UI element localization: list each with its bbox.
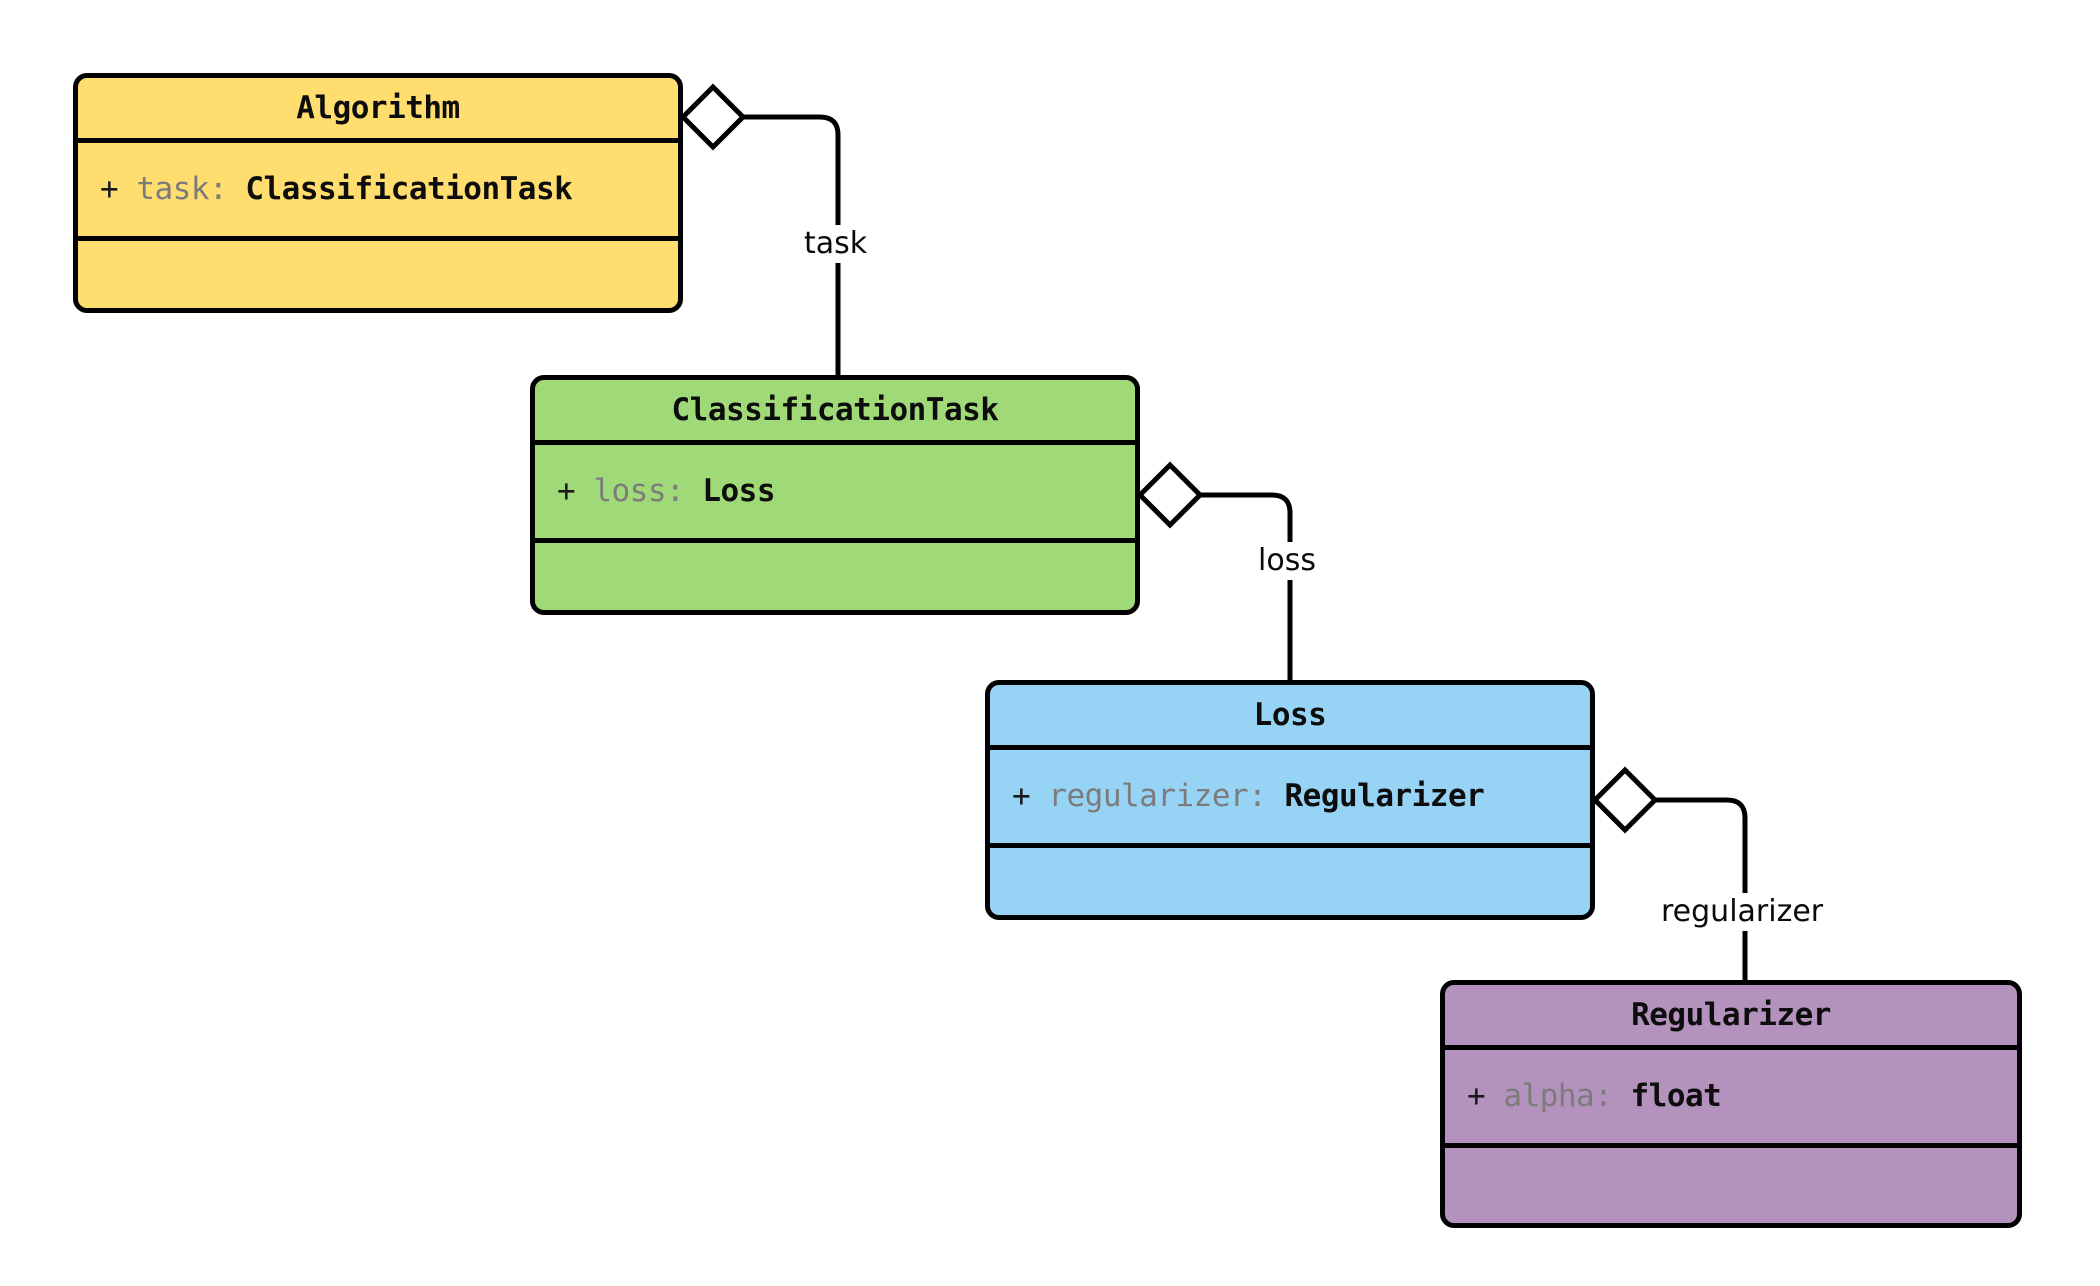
class-attributes-regularizer: + alpha: float — [1445, 1050, 2017, 1148]
attribute-type: ClassificationTask — [245, 171, 573, 207]
attribute-visibility: + — [557, 473, 576, 509]
class-attributes-loss: + regularizer: Regularizer — [990, 750, 1590, 848]
attribute-visibility: + — [1467, 1078, 1486, 1114]
class-box-classification-task[interactable]: ClassificationTask + loss: Loss — [530, 375, 1140, 615]
attribute-row: + loss: Loss — [557, 476, 775, 507]
aggregation-diamond-icon — [679, 83, 747, 151]
class-methods-loss — [990, 848, 1590, 915]
relation-line-loss-regularizer — [1655, 797, 1748, 980]
relation-loss-regularizer[interactable] — [1591, 766, 1748, 980]
attribute-row: + task: ClassificationTask — [100, 171, 573, 207]
relation-line-algorithm-task — [743, 114, 841, 375]
attribute-name: regularizer — [1048, 778, 1249, 814]
attribute-name: alpha — [1503, 1078, 1595, 1114]
attribute-type: Loss — [702, 473, 775, 509]
relation-label-loss: loss — [1252, 542, 1322, 580]
attribute-visibility: + — [100, 171, 119, 207]
class-box-algorithm[interactable]: Algorithm + task: ClassificationTask — [73, 73, 683, 313]
class-methods-classification-task — [535, 543, 1135, 610]
aggregation-diamond-icon — [1591, 766, 1659, 834]
class-box-loss[interactable]: Loss + regularizer: Regularizer — [985, 680, 1595, 920]
class-box-regularizer[interactable]: Regularizer + alpha: float — [1440, 980, 2022, 1228]
attribute-name: task — [136, 171, 209, 207]
relation-label-regularizer: regularizer — [1655, 893, 1830, 931]
aggregation-diamond-icon — [1136, 461, 1204, 529]
class-title-classification-task: ClassificationTask — [535, 380, 1135, 445]
attribute-name: loss — [593, 473, 666, 509]
attribute-row: + alpha: float — [1467, 1078, 1722, 1114]
attribute-colon: : — [1248, 778, 1267, 814]
class-title-loss: Loss — [990, 685, 1590, 750]
attribute-colon: : — [209, 171, 228, 207]
attribute-colon: : — [666, 473, 685, 509]
attribute-visibility: + — [1012, 778, 1031, 814]
relation-label-task: task — [798, 225, 874, 263]
class-title-algorithm: Algorithm — [78, 78, 678, 143]
relation-line-task-loss — [1200, 492, 1293, 680]
attribute-type: Regularizer — [1284, 778, 1485, 814]
attribute-type: float — [1630, 1078, 1722, 1114]
attribute-row: + regularizer: Regularizer — [1012, 778, 1485, 814]
relation-task-loss[interactable] — [1136, 461, 1293, 680]
class-title-regularizer: Regularizer — [1445, 985, 2017, 1050]
class-methods-regularizer — [1445, 1148, 2017, 1223]
class-methods-algorithm — [78, 241, 678, 308]
relation-algorithm-task[interactable] — [679, 83, 841, 375]
class-attributes-classification-task: + loss: Loss — [535, 445, 1135, 543]
attribute-colon: : — [1594, 1078, 1613, 1114]
class-attributes-algorithm: + task: ClassificationTask — [78, 143, 678, 241]
